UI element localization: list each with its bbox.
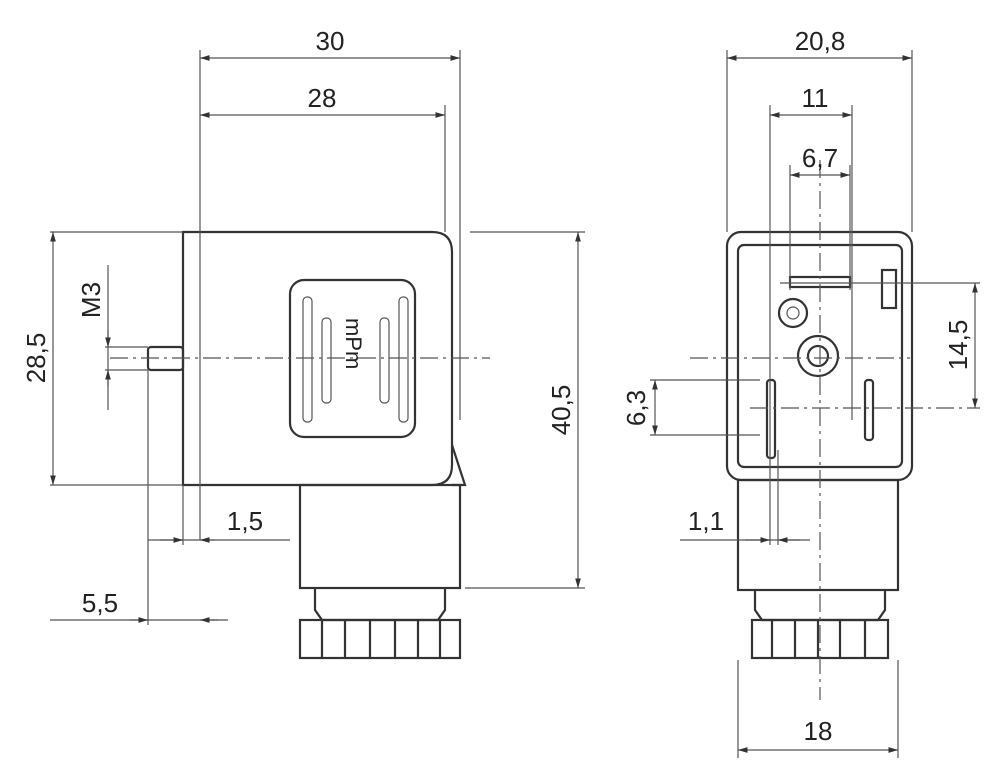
side-view: mPm 30 28 28,5 M3 40,5 1,5 5,5 bbox=[21, 26, 585, 660]
dim-20-8: 20,8 bbox=[795, 26, 846, 56]
front-view: 20,8 11 6,7 14,5 6,3 1,1 18 bbox=[621, 26, 980, 758]
dim-6-3: 6,3 bbox=[621, 390, 651, 426]
lower-block-front bbox=[736, 478, 900, 592]
dim-40-5: 40,5 bbox=[546, 385, 576, 436]
logo-rib bbox=[321, 317, 332, 404]
nut bbox=[298, 618, 462, 660]
screw-inner bbox=[806, 344, 830, 368]
housing-body bbox=[181, 230, 454, 487]
dim-m3: M3 bbox=[76, 282, 106, 318]
pin-1 bbox=[765, 378, 777, 460]
dim-1-5: 1,5 bbox=[227, 506, 263, 536]
nut-knurling bbox=[320, 620, 442, 658]
collar bbox=[313, 588, 447, 622]
logo-rib bbox=[302, 296, 313, 423]
dim-28-5: 28,5 bbox=[21, 333, 51, 384]
logo-rib bbox=[379, 317, 390, 404]
dim-5-5: 5,5 bbox=[82, 588, 118, 618]
dim-11: 11 bbox=[802, 83, 829, 113]
ground-pin-inner bbox=[786, 306, 800, 320]
extension-lines-front bbox=[650, 50, 980, 758]
side-slot bbox=[880, 268, 898, 310]
ground-pin bbox=[777, 297, 809, 329]
housing-chamfer bbox=[450, 444, 467, 487]
nut-knurling-front bbox=[770, 620, 867, 658]
logo-text: mPm bbox=[341, 318, 366, 369]
dim-14-5: 14,5 bbox=[943, 320, 973, 371]
dim-30: 30 bbox=[316, 26, 345, 56]
logo-rib bbox=[398, 296, 409, 423]
dim-1-1: 1,1 bbox=[688, 506, 724, 536]
dim-28: 28 bbox=[308, 83, 337, 113]
screw bbox=[796, 334, 840, 378]
pin-2 bbox=[863, 378, 875, 442]
dim-6-7: 6,7 bbox=[802, 143, 838, 173]
dim-18: 18 bbox=[804, 716, 833, 746]
extension-lines bbox=[50, 50, 585, 625]
lower-block bbox=[298, 483, 462, 590]
